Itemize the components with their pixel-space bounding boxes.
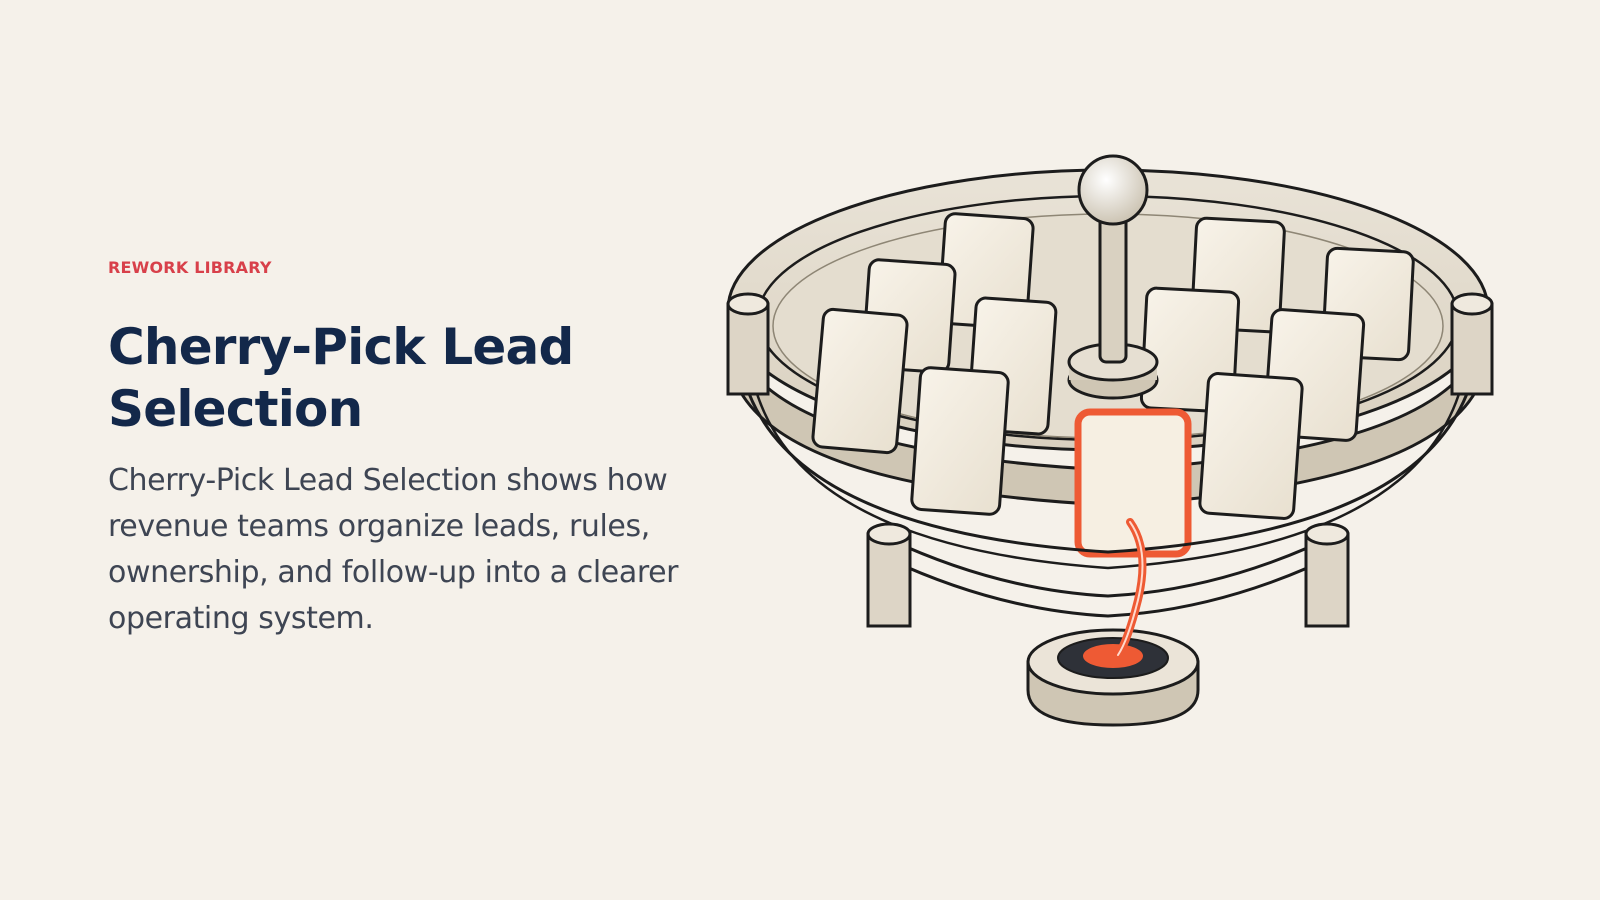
hero-text: REWORK LIBRARY Cherry-Pick Lead Selectio… [108,258,688,642]
eyebrow-label: REWORK LIBRARY [108,258,272,277]
center-pole [1067,154,1159,400]
page-description: Cherry-Pick Lead Selection shows how rev… [108,463,679,636]
lead-cards-front [811,307,1304,520]
lead-card [910,366,1010,516]
rim-posts [726,292,1494,628]
rim-post [1450,292,1494,396]
lead-card [811,307,909,455]
lead-card [1198,372,1304,520]
lead-selection-illustration [720,150,1520,750]
selected-lead-card [1074,408,1192,558]
page-title: Cherry-Pick Lead Selection [108,318,574,438]
tray-illustration-svg [726,154,1494,727]
selection-button [1026,628,1200,727]
lead-cards-back [861,212,1415,442]
rim-post [726,292,770,396]
rim-post [866,522,912,628]
tray-front-rim [736,349,1480,618]
rim-post [1304,522,1350,628]
